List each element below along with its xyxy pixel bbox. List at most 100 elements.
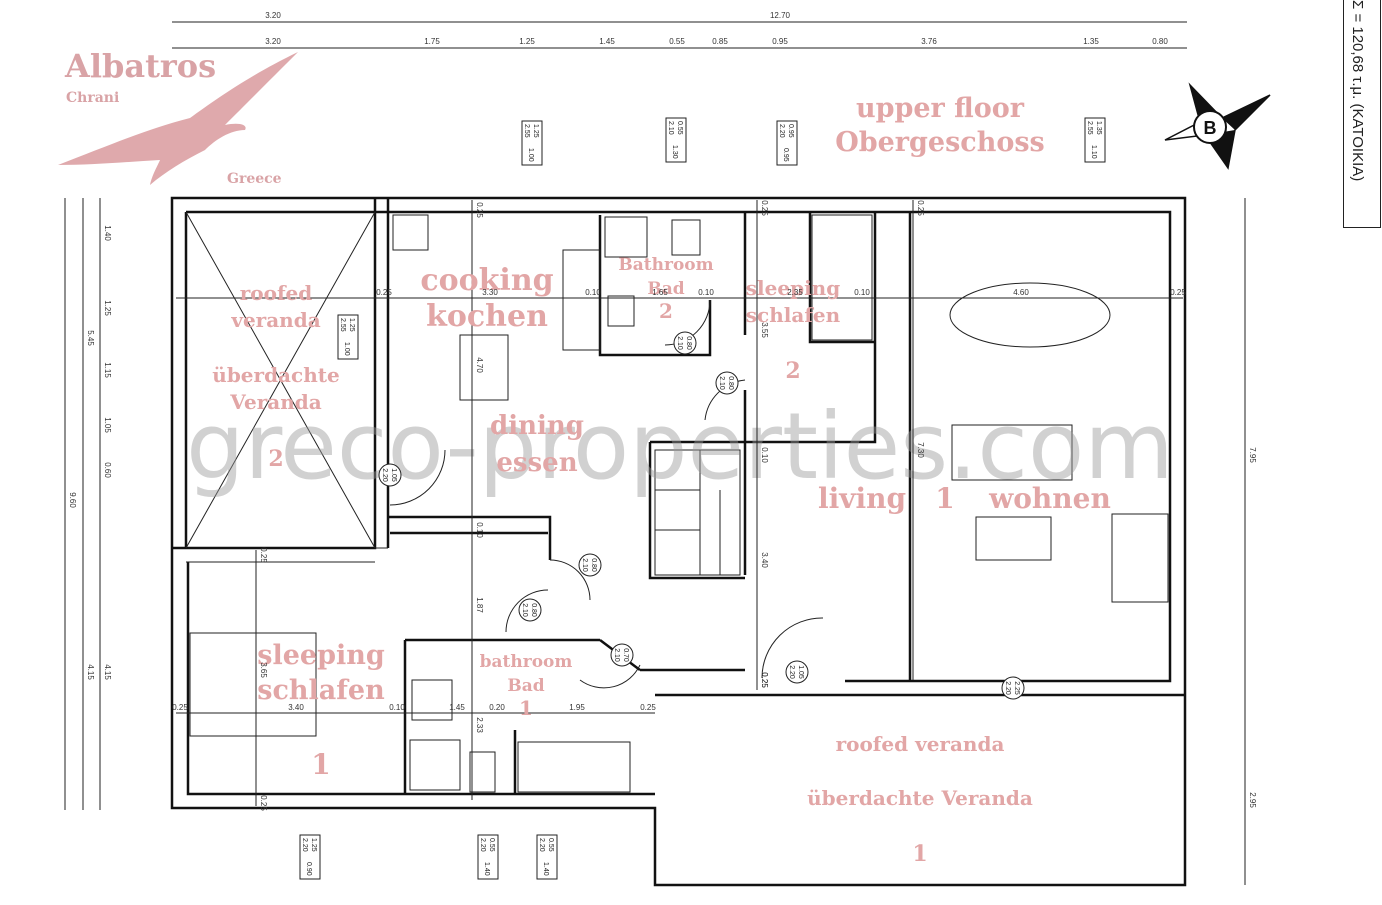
stove	[562, 249, 601, 351]
logo-country: Greece	[227, 171, 282, 187]
window-sill: 1.40	[542, 862, 549, 876]
door-tag: 0.802.10	[578, 553, 602, 577]
window-height: 2.55	[339, 318, 346, 332]
window-width: 0.55	[488, 838, 495, 852]
dimension-label: 1.65	[652, 288, 668, 297]
dimension-label: 1.15	[103, 362, 112, 378]
door-width: 0.80	[727, 376, 734, 390]
dimension-label: 0.60	[103, 462, 112, 478]
dimension-label: 7.30	[916, 442, 925, 458]
dimension-label: 4.60	[1013, 288, 1029, 297]
dimension-label: 7.95	[1248, 447, 1257, 463]
room-label: 1	[935, 482, 954, 515]
door-height: 2.10	[581, 558, 588, 572]
window-height: 2.20	[301, 838, 308, 852]
room-label: Bad	[647, 279, 684, 299]
dimension-label: 12.70	[770, 11, 791, 20]
door-width: 0.80	[685, 336, 692, 350]
door-height: 2.20	[1004, 681, 1011, 695]
window-width: 0.95	[787, 124, 794, 138]
dimension-label: 3.40	[288, 703, 304, 712]
dimension-lines	[64, 21, 1246, 885]
compass-letter: B	[1204, 118, 1217, 138]
area-box	[1343, 0, 1381, 228]
window-sill: 1.10	[1090, 145, 1097, 159]
door-swings	[389, 299, 824, 689]
dimension-label: 0.25	[172, 703, 188, 712]
dimension-label: 0.85	[712, 37, 728, 46]
window-height: 2.55	[523, 124, 530, 138]
room-label: bathroom	[480, 652, 573, 672]
dimension-label: 1.87	[475, 597, 484, 613]
window-width: 0.55	[676, 121, 683, 135]
dimension-label: 3.20	[265, 11, 281, 20]
room-label: veranda	[230, 308, 320, 332]
room-label: roofed	[240, 281, 313, 305]
door-width: 0.80	[530, 603, 537, 617]
dimension-label: 1.45	[599, 37, 615, 46]
door-width: 1.05	[797, 665, 804, 679]
window-tag: 0.552.201.40	[477, 834, 499, 880]
door-height: 2.10	[718, 376, 725, 390]
dimension-label: 0.25	[760, 200, 769, 216]
dimension-label: 3.55	[760, 322, 769, 338]
dimension-label: 9.60	[68, 492, 77, 508]
room-label: 1	[311, 748, 330, 781]
dimension-label: 0.55	[669, 37, 685, 46]
bathtub	[517, 741, 631, 793]
logo-name: Albatros	[64, 47, 216, 85]
dimension-label: 0.10	[760, 447, 769, 463]
room-label: 2	[268, 446, 283, 472]
sofa	[951, 424, 1073, 481]
room-label: überdachte	[212, 363, 339, 387]
door-height: 2.10	[613, 648, 620, 662]
room-label: cooking	[420, 263, 553, 298]
window-sill: 1.00	[527, 148, 534, 162]
door-width: 0.80	[590, 558, 597, 572]
area-label: Σ = 120,68 τ.μ. (ΚΑΤΟΙΚΙΑ)	[1349, 0, 1366, 182]
bird-icon	[58, 52, 298, 185]
dimension-label: 4.15	[103, 664, 112, 680]
bed-2	[811, 214, 873, 341]
window-width: 1.25	[532, 124, 539, 138]
room-label: sleeping	[257, 640, 385, 671]
dimension-label: 0.25	[640, 703, 656, 712]
toilet-1	[469, 751, 496, 793]
door-height: 2.10	[676, 336, 683, 350]
window-height: 2.10	[667, 121, 674, 135]
room-label: dining	[490, 411, 584, 441]
dimension-label: 5.45	[86, 330, 95, 346]
dimension-label: 1.45	[449, 703, 465, 712]
window-height: 2.20	[479, 838, 486, 852]
door-width: 0.70	[622, 648, 629, 662]
veranda-roof-cross	[185, 211, 376, 549]
walls	[170, 196, 1187, 887]
dimension-label: 0.25	[259, 547, 268, 563]
bed-1	[189, 632, 317, 737]
albatros-logo: Albatros Chrani Greece	[58, 47, 298, 187]
dimension-label: 0.10	[854, 288, 870, 297]
logo-place: Chrani	[66, 90, 119, 106]
dimension-label: 0.25	[916, 200, 925, 216]
dimension-label: 1.25	[103, 300, 112, 316]
window-height: 2.55	[1086, 121, 1093, 135]
fireplace	[1111, 513, 1169, 603]
room-label: überdachte Veranda	[807, 786, 1033, 810]
window-tag: 0.552.201.40	[536, 834, 558, 880]
dimension-label: 0.25	[1170, 288, 1186, 297]
window-width: 1.25	[310, 838, 317, 852]
dimension-label: 2.35	[787, 288, 803, 297]
door-tag: 0.802.10	[715, 371, 739, 395]
dimension-label: 3.20	[265, 37, 281, 46]
dimension-label: 2.95	[1248, 792, 1257, 808]
window-sill: 1.00	[343, 342, 350, 356]
window-tag: 0.952.200.95	[776, 120, 798, 166]
dimension-label: 3.76	[921, 37, 937, 46]
door-height: 2.20	[788, 665, 795, 679]
door-height: 2.10	[521, 603, 528, 617]
door-width: 2.25	[1013, 681, 1020, 695]
room-label: schlafen	[257, 675, 385, 706]
room-label: essen	[496, 448, 577, 478]
floor-title-en: upper floor	[856, 93, 1025, 124]
dining-table	[949, 282, 1111, 348]
